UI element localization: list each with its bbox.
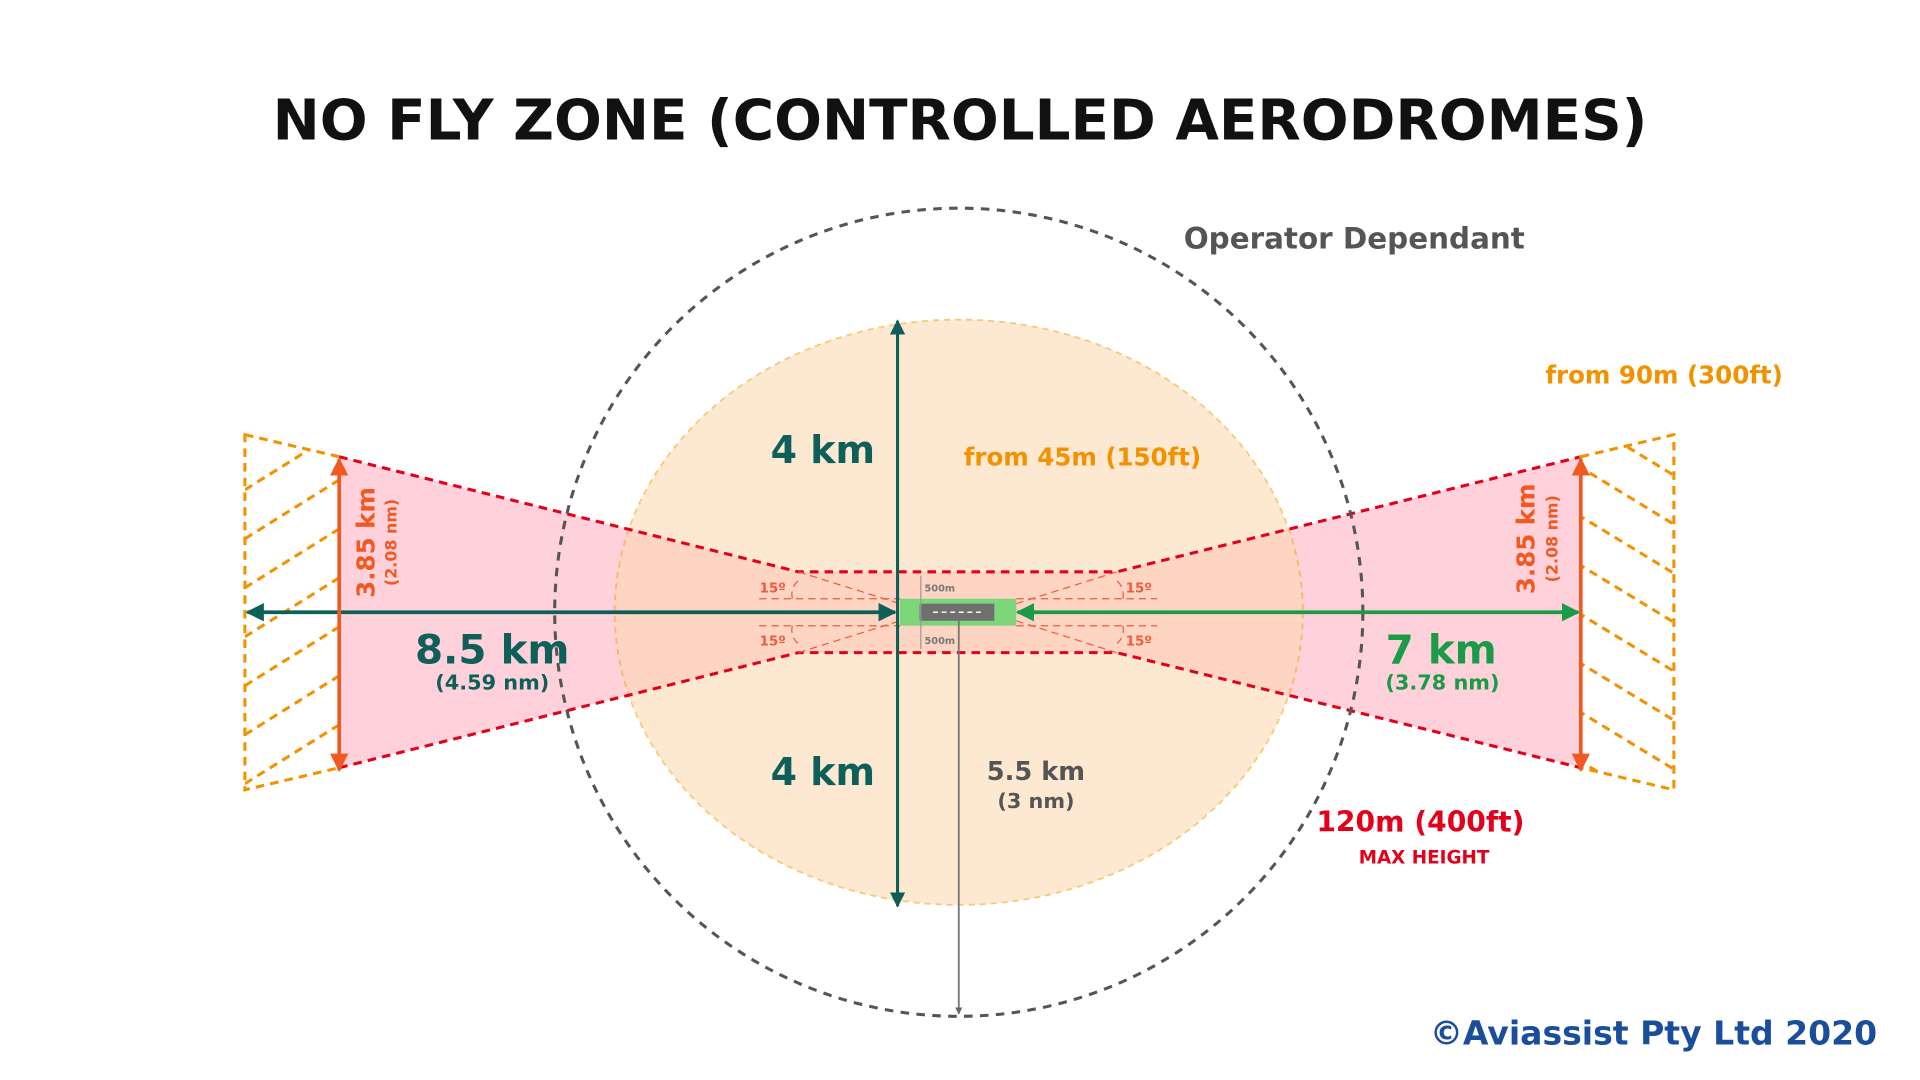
from-90m-label: from 90m (300ft) — [1545, 360, 1782, 389]
operator-dependant-label: Operator Dependant — [1184, 222, 1525, 256]
zone-from-90m-east — [1579, 432, 1676, 792]
west-distance-nm-label: (4.59 nm) — [435, 670, 549, 694]
angle-label-ne: 15º — [1126, 582, 1152, 597]
radius-distance-nm-label: (3 nm) — [997, 789, 1074, 813]
approach-zone-outline-west — [338, 455, 1582, 574]
offset-top-label: 500m — [924, 583, 955, 594]
radius-distance-label: 5.5 km — [987, 757, 1085, 787]
south-distance-label: 4 km — [771, 750, 875, 794]
east-distance-nm-label: (3.78 nm) — [1385, 670, 1499, 694]
zone-from-90m-west — [243, 432, 341, 792]
angle-label-sw: 15º — [759, 634, 785, 649]
left-width-label: 3.85 km — [352, 487, 381, 598]
north-distance-label: 4 km — [771, 428, 875, 472]
right-width-nm-label: (2.08 nm) — [1543, 495, 1562, 582]
offset-bottom-label: 500m — [924, 636, 955, 647]
west-distance-label: 8.5 km — [415, 626, 570, 674]
page-title: NO FLY ZONE (CONTROLLED AERODROMES) — [273, 89, 1648, 154]
angle-label-nw: 15º — [759, 582, 785, 597]
angle-label-se: 15º — [1126, 634, 1152, 649]
copyright: ©Aviassist Pty Ltd 2020 — [1430, 1013, 1877, 1052]
from-45m-label: from 45m (150ft) — [964, 442, 1201, 471]
east-distance-label: 7 km — [1386, 626, 1497, 674]
right-width-label: 3.85 km — [1511, 483, 1540, 594]
approach-zone-outline-east — [338, 651, 1582, 770]
angle-guides — [759, 571, 1158, 654]
left-width-nm-label: (2.08 nm) — [382, 499, 401, 586]
max-height-value: 120m (400ft) — [1316, 805, 1524, 838]
runway — [919, 603, 995, 621]
max-height-label: MAX HEIGHT — [1359, 847, 1490, 868]
